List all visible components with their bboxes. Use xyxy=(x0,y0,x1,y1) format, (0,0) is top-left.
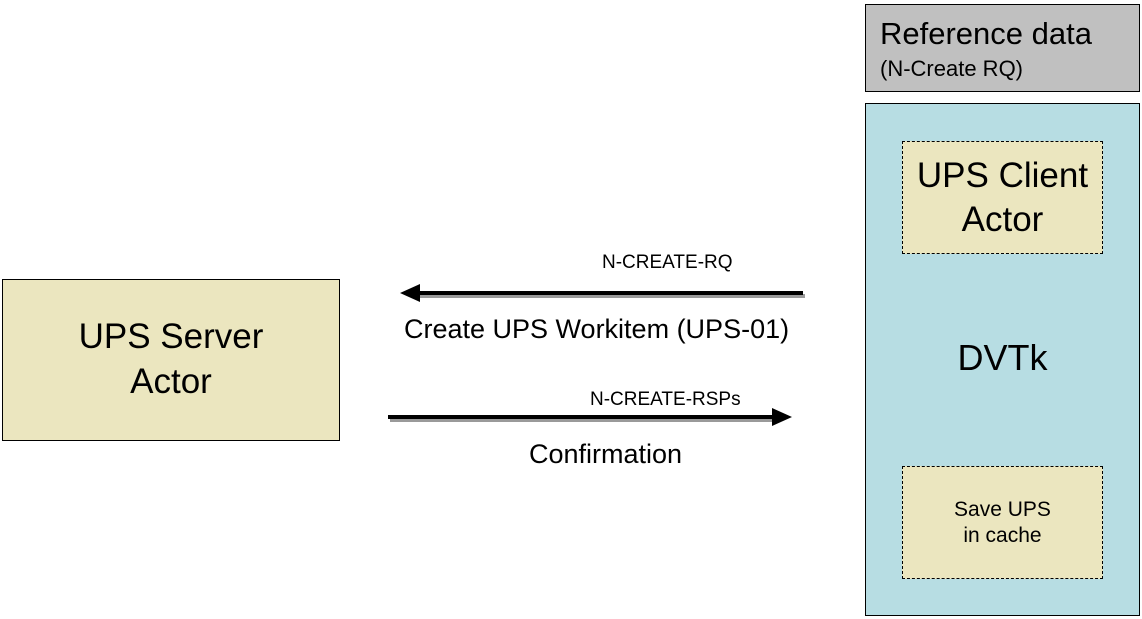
request-message-label: N-CREATE-RQ xyxy=(602,252,733,273)
response-arrow xyxy=(388,408,792,426)
save-cache-line-1: Save UPS xyxy=(954,498,1051,522)
response-message-description: Confirmation xyxy=(529,439,683,469)
ups-client-actor-label: UPS Client Actor xyxy=(917,154,1088,242)
ups-server-actor-line-1: UPS Server xyxy=(78,317,264,357)
reference-data-title: Reference data xyxy=(880,16,1092,51)
request-message-description: Create UPS Workitem (UPS-01) xyxy=(404,314,790,344)
ups-client-actor-line-2: Actor xyxy=(961,199,1044,239)
reference-data-subtitle: (N-Create RQ) xyxy=(880,56,1024,81)
save-cache-label: Save UPS in cache xyxy=(954,497,1051,547)
ups-client-actor-line-1: UPS Client xyxy=(916,155,1089,195)
ups-server-actor-line-2: Actor xyxy=(130,362,212,401)
request-arrow xyxy=(400,284,805,302)
save-cache-box: Save UPS in cache xyxy=(902,466,1103,579)
ups-client-actor-box: UPS Client Actor xyxy=(902,141,1103,254)
response-message-label: N-CREATE-RSPs xyxy=(590,389,741,410)
reference-data-box: Reference data (N-Create RQ) xyxy=(865,4,1140,92)
ups-server-actor-label: UPS Server Actor xyxy=(79,315,264,405)
save-cache-line-2: in cache xyxy=(963,523,1042,547)
dvtk-label: DVTk xyxy=(957,337,1048,378)
ups-server-actor-box: UPS Server Actor xyxy=(2,279,340,441)
